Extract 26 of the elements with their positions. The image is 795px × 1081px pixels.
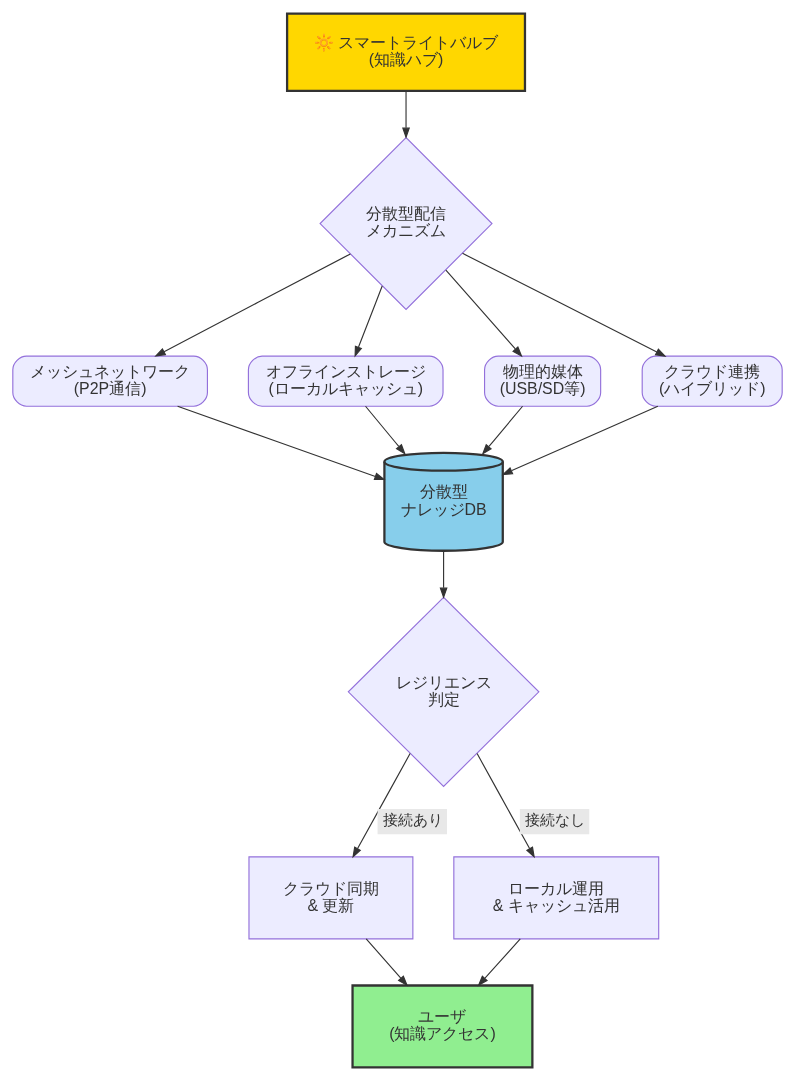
node-box: クラウド同期 & 更新 xyxy=(248,856,414,940)
arrow xyxy=(177,405,386,481)
node-box: 🔆 スマートライトバルブ (知識ハブ) xyxy=(285,12,527,93)
arrow xyxy=(364,405,406,456)
arrow xyxy=(461,252,667,357)
arrow xyxy=(445,269,523,358)
arrow xyxy=(352,753,411,859)
arrow xyxy=(402,90,411,139)
arrow xyxy=(439,550,448,599)
arrow xyxy=(481,405,524,456)
arrow xyxy=(476,753,535,859)
node-box: メッシュネットワーク (P2P通信) xyxy=(12,355,208,407)
node-diamond: レジリエンス 判定 xyxy=(347,596,540,788)
node-box: オフラインストレージ (ローカルキャッシュ) xyxy=(247,355,444,407)
node-diamond: 分散型配信 メカニズム xyxy=(319,136,493,311)
node-box: ユーザ (知識アクセス) xyxy=(351,984,534,1069)
node-box: 物理的媒体 (USB/SD等) xyxy=(484,355,602,407)
arrow xyxy=(501,405,659,476)
arrow xyxy=(477,938,521,987)
arrow xyxy=(365,938,409,987)
node-box: クラウド連携 (ハイブリッド) xyxy=(641,355,783,407)
edge-label: 接続なし xyxy=(524,812,585,829)
node-box: ローカル運用 & キャッシュ活用 xyxy=(453,856,660,940)
edge-label: 接続あり xyxy=(382,812,443,829)
arrow xyxy=(354,285,383,358)
arrow xyxy=(154,253,351,357)
